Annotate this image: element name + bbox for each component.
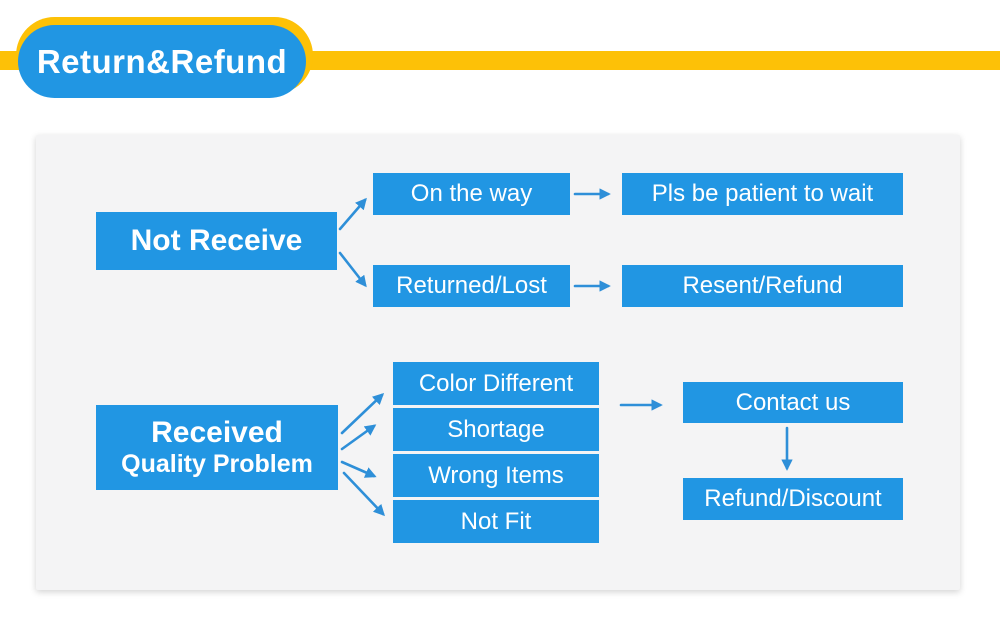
node-label: Color Different bbox=[418, 369, 574, 397]
node-received-quality-problem: Received Quality Problem bbox=[96, 405, 338, 490]
node-label: Resent/Refund bbox=[682, 272, 843, 300]
node-label: Contact us bbox=[735, 388, 851, 416]
node-not-fit: Not Fit bbox=[393, 500, 599, 543]
node-wrong-items: Wrong Items bbox=[393, 454, 599, 497]
node-returned-lost: Returned/Lost bbox=[373, 265, 570, 307]
node-pls-be-patient: Pls be patient to wait bbox=[622, 173, 903, 215]
node-contact-us: Contact us bbox=[683, 382, 903, 423]
node-label: Pls be patient to wait bbox=[651, 180, 874, 208]
node-shortage: Shortage bbox=[393, 408, 599, 451]
node-not-receive: Not Receive bbox=[96, 212, 337, 270]
node-resent-refund: Resent/Refund bbox=[622, 265, 903, 307]
node-on-the-way: On the way bbox=[373, 173, 570, 215]
page-title: Return&Refund bbox=[36, 42, 288, 80]
node-label: Not Receive bbox=[130, 223, 303, 257]
node-label: Shortage bbox=[447, 415, 545, 443]
node-refund-discount: Refund/Discount bbox=[683, 478, 903, 520]
node-sublabel: Quality Problem bbox=[121, 450, 313, 479]
node-color-different: Color Different bbox=[393, 362, 599, 405]
header-badge: Return&Refund bbox=[18, 25, 306, 98]
node-label: Not Fit bbox=[460, 507, 532, 535]
node-label: Refund/Discount bbox=[704, 485, 882, 513]
node-label: Received bbox=[151, 415, 283, 449]
node-label: Wrong Items bbox=[428, 461, 564, 489]
node-label: On the way bbox=[410, 180, 533, 208]
node-label: Returned/Lost bbox=[396, 272, 547, 300]
